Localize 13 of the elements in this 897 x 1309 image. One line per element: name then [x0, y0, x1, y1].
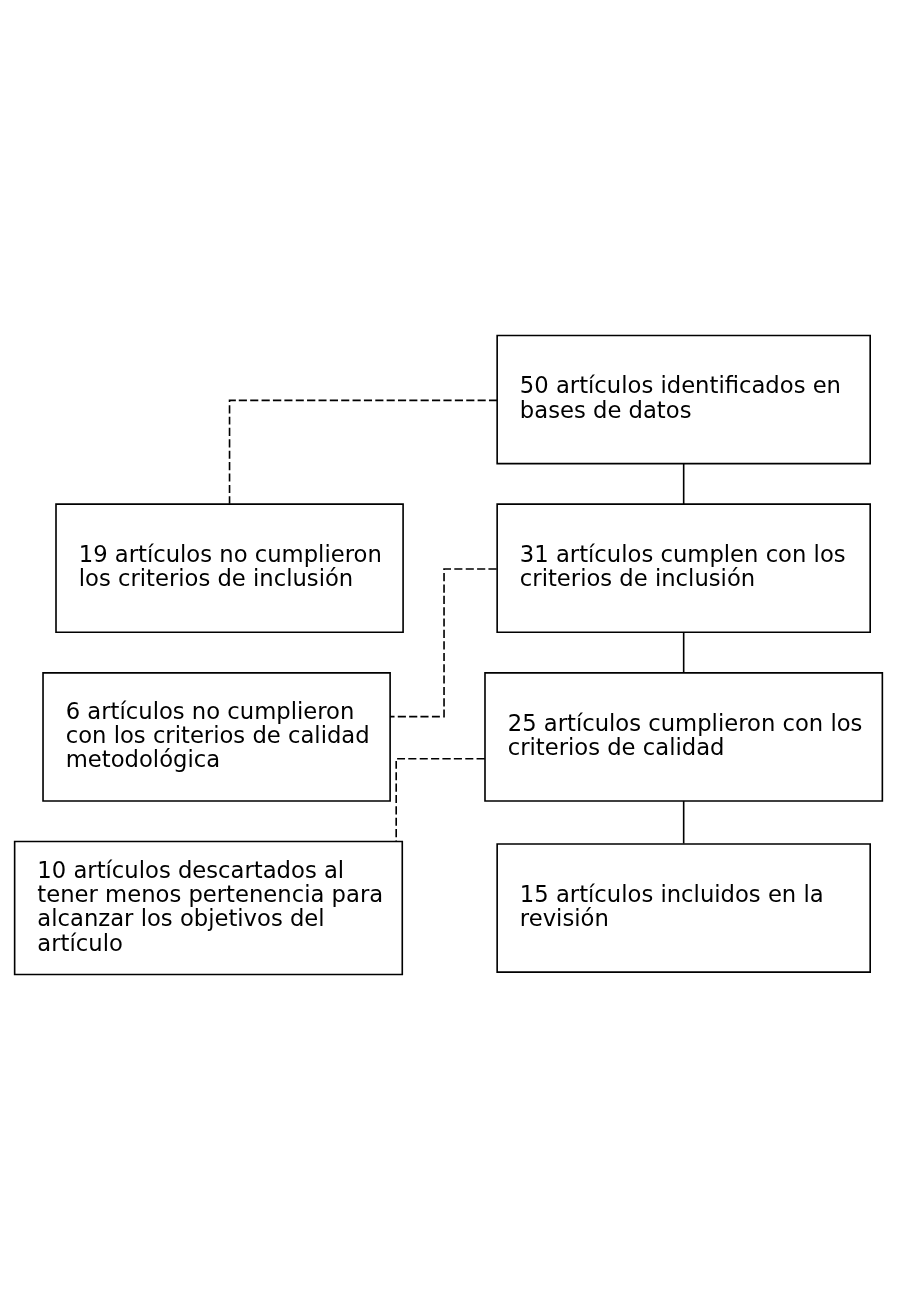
connector [389, 567, 498, 717]
node-box: 10 artículos descartados al tener menos pertenencia para alcanzar los objetivos del artículo [13, 840, 404, 975]
connector [395, 757, 486, 842]
connector [228, 399, 498, 505]
node-box: 50 artículos identificados en bases de datos [496, 334, 871, 464]
connector [682, 631, 685, 674]
node-box: 19 artículos no cumplieron los criterios de inclusión [55, 502, 404, 633]
connector [682, 799, 685, 844]
connector [682, 462, 685, 505]
node-box: 6 artículos no cumplieron con los criterios de calidad metodológica [42, 671, 391, 802]
node-box: 31 artículos cumplen con los criterios de inclusión [496, 502, 871, 633]
node-box: 15 artículos incluidos en la revisión [496, 842, 871, 973]
node-box: 25 artículos cumplieron con los criterios de calidad [484, 671, 884, 802]
